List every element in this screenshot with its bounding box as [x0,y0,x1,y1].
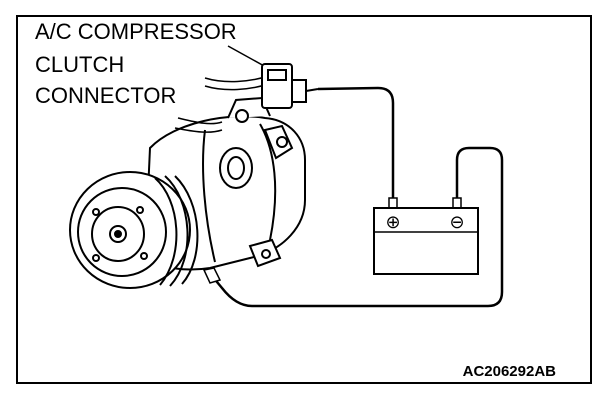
hub-center [114,230,122,238]
battery-negative-terminal: ⊖ [449,212,464,232]
port-inner [227,156,245,180]
clutch-connector [261,63,319,109]
battery-positive-terminal: ⊕ [385,212,400,232]
face-bolt [92,208,100,216]
fitting-bolt [276,136,288,148]
negative-lead-wire [211,146,504,308]
ground-clip [202,267,222,284]
harness-wire [177,117,223,125]
pulley-groove-2 [164,175,189,287]
pulley-groove-1 [154,177,178,286]
connector-probe [305,88,319,92]
battery: ⊕ ⊖ [373,207,479,275]
label-line-1: A/C COMPRESSOR [35,19,237,44]
connector-plug [291,79,307,103]
harness-wire [174,127,223,133]
bracket-bolt [235,109,249,123]
positive-lead-wire [317,86,395,200]
figure-code: AC206292AB [463,363,557,380]
pulley-groove-3 [174,175,199,285]
connector-latch [267,69,287,81]
ac-compressor [69,96,306,289]
body-seam [202,129,216,263]
foot-hole [261,249,271,259]
face-bolt [136,206,144,214]
negative-lead-clip [452,197,462,209]
face-bolt [140,252,148,260]
label-line-2: CLUTCH [35,52,124,77]
battery-case [373,207,479,275]
face-bolt [92,254,100,262]
label-line-3: CONNECTOR [35,83,176,108]
body-seam-2 [259,123,277,241]
positive-lead-clip [388,197,398,209]
